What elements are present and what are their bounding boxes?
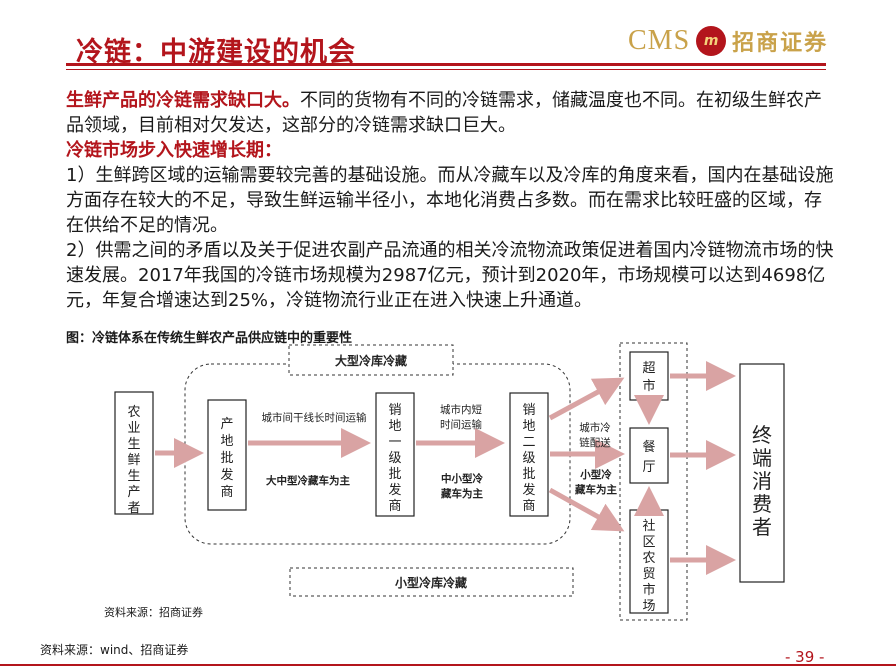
origin-wholesale-char: 地 xyxy=(220,434,233,449)
community-market-char: 社 xyxy=(642,518,655,534)
consumer-box xyxy=(739,363,785,583)
retail-channel-region xyxy=(619,342,688,621)
paragraph-1-text: 不同的货物有不同的冷链需求，储藏温度也不同。在初级生鲜农产品领域，目前相对欠发达… xyxy=(66,90,822,136)
producer-char: 产 xyxy=(127,485,140,500)
restaurant-char: 餐 xyxy=(642,439,655,455)
primary-wholesale-char: 销 xyxy=(388,403,401,418)
figure-source: 资料来源：招商证券 xyxy=(104,606,203,619)
consumer-char: 终 xyxy=(752,423,772,447)
slide-source: 资料来源：wind、招商证券 xyxy=(40,643,189,657)
primary-wholesale-char: 级 xyxy=(388,451,401,466)
community-market-char: 农 xyxy=(642,551,655,566)
producer-char: 者 xyxy=(127,501,140,516)
restaurant-box xyxy=(629,427,669,484)
title-rule-thin xyxy=(66,69,826,70)
arrow-secondary-supermarket xyxy=(548,377,625,421)
primary-wholesale-char: 商 xyxy=(388,499,401,514)
origin-wholesale-char: 发 xyxy=(220,467,233,483)
figure-caption: 图：冷链体系在传统生鲜农产品供应链中的重要性 xyxy=(66,331,353,346)
secondary-wholesale-char: 级 xyxy=(522,451,535,466)
city-delivery-label-2: 链配送 xyxy=(579,436,611,449)
consumer-char: 费 xyxy=(752,492,772,516)
slide-title: 冷链：中游建设的机会 xyxy=(76,37,356,68)
intercity-transport-label: 城市间干线长时间运输 xyxy=(262,411,367,424)
consumer-char: 端 xyxy=(752,446,772,470)
city-delivery-label-1: 城市冷 xyxy=(579,421,611,434)
paragraph-4: 2）供需之间的矛盾以及关于促进农副产品流通的相关冷流物流政策促进着国内冷链物流市… xyxy=(66,240,834,311)
paragraph-3: 1）生鲜跨区域的运输需要较完善的基础设施。而从冷藏车以及冷库的角度来看，国内在基… xyxy=(66,165,834,236)
primary-wholesale-char: 批 xyxy=(388,467,401,482)
primary-wholesale-char: 地 xyxy=(388,419,401,434)
truck-mid-label-2: 藏车为主 xyxy=(441,487,483,500)
producer-char: 农 xyxy=(127,405,140,420)
producer-char: 业 xyxy=(127,421,140,436)
small-cold-storage-label: 小型冷库冷藏 xyxy=(395,575,467,590)
origin-wholesale-char: 批 xyxy=(220,451,233,466)
logo-cms-text: CMS xyxy=(628,25,691,56)
secondary-wholesale-char: 批 xyxy=(522,467,535,482)
community-market-char: 贸 xyxy=(642,567,655,582)
truck-small-label-1: 小型冷 xyxy=(579,468,612,481)
cms-logo: CMS m 招商证券 xyxy=(628,24,828,58)
secondary-wholesale-char: 地 xyxy=(522,419,535,434)
logo-mark-icon: m xyxy=(696,26,727,56)
producer-char: 鲜 xyxy=(127,453,140,468)
page-number: - 39 - xyxy=(785,648,825,666)
paragraph-2-heading: 冷链市场步入快速增长期： xyxy=(66,140,282,161)
paragraph-1-heading: 生鲜产品的冷链需求缺口大。 xyxy=(66,90,300,111)
title-rule xyxy=(66,63,826,66)
supermarket-box xyxy=(629,351,669,401)
small-cold-storage-box xyxy=(289,567,574,597)
secondary-wholesale-char: 二 xyxy=(522,435,535,450)
primary-wholesale-char: 发 xyxy=(388,482,401,498)
body-text: 生鲜产品的冷链需求缺口大。不同的货物有不同的冷链需求，储藏温度也不同。在初级生鲜… xyxy=(66,88,836,313)
consumer-char: 者 xyxy=(752,515,772,539)
origin-wholesale-char: 产 xyxy=(220,417,233,432)
truck-large-label: 大中型冷藏车为主 xyxy=(266,474,350,487)
primary-wholesale-box xyxy=(375,392,415,517)
bottom-rule xyxy=(0,664,896,666)
logo-company-name: 招商证券 xyxy=(732,31,829,56)
producer-char: 生 xyxy=(127,437,140,452)
secondary-wholesale-box xyxy=(509,392,549,517)
producer-box xyxy=(114,391,154,515)
community-market-char: 市 xyxy=(642,582,655,598)
restaurant-char: 厅 xyxy=(642,460,655,475)
arrow-secondary-community xyxy=(548,487,625,532)
intracity-short-label-1: 城市内短 xyxy=(440,403,482,416)
large-cold-storage-label: 大型冷库冷藏 xyxy=(335,353,407,368)
large-cold-storage-label-box xyxy=(288,344,454,376)
secondary-wholesale-char: 发 xyxy=(522,482,535,498)
community-market-char: 场 xyxy=(642,599,655,614)
truck-mid-label-1: 中小型冷 xyxy=(441,472,483,485)
secondary-wholesale-char: 销 xyxy=(522,403,535,418)
community-market-char: 区 xyxy=(642,535,655,550)
truck-small-label-2: 藏车为主 xyxy=(575,483,617,496)
paragraph-1: 生鲜产品的冷链需求缺口大。不同的货物有不同的冷链需求，储藏温度也不同。在初级生鲜… xyxy=(66,88,836,138)
consumer-char: 消 xyxy=(752,469,772,493)
origin-wholesale-box xyxy=(207,399,247,511)
secondary-wholesale-char: 商 xyxy=(522,499,535,514)
intracity-short-label-2: 时间运输 xyxy=(440,418,482,431)
supermarket-char: 市 xyxy=(642,378,655,394)
primary-wholesale-char: 一 xyxy=(388,435,401,450)
origin-wholesale-char: 商 xyxy=(220,485,233,500)
supermarket-char: 超 xyxy=(642,361,655,376)
producer-char: 生 xyxy=(127,469,140,484)
